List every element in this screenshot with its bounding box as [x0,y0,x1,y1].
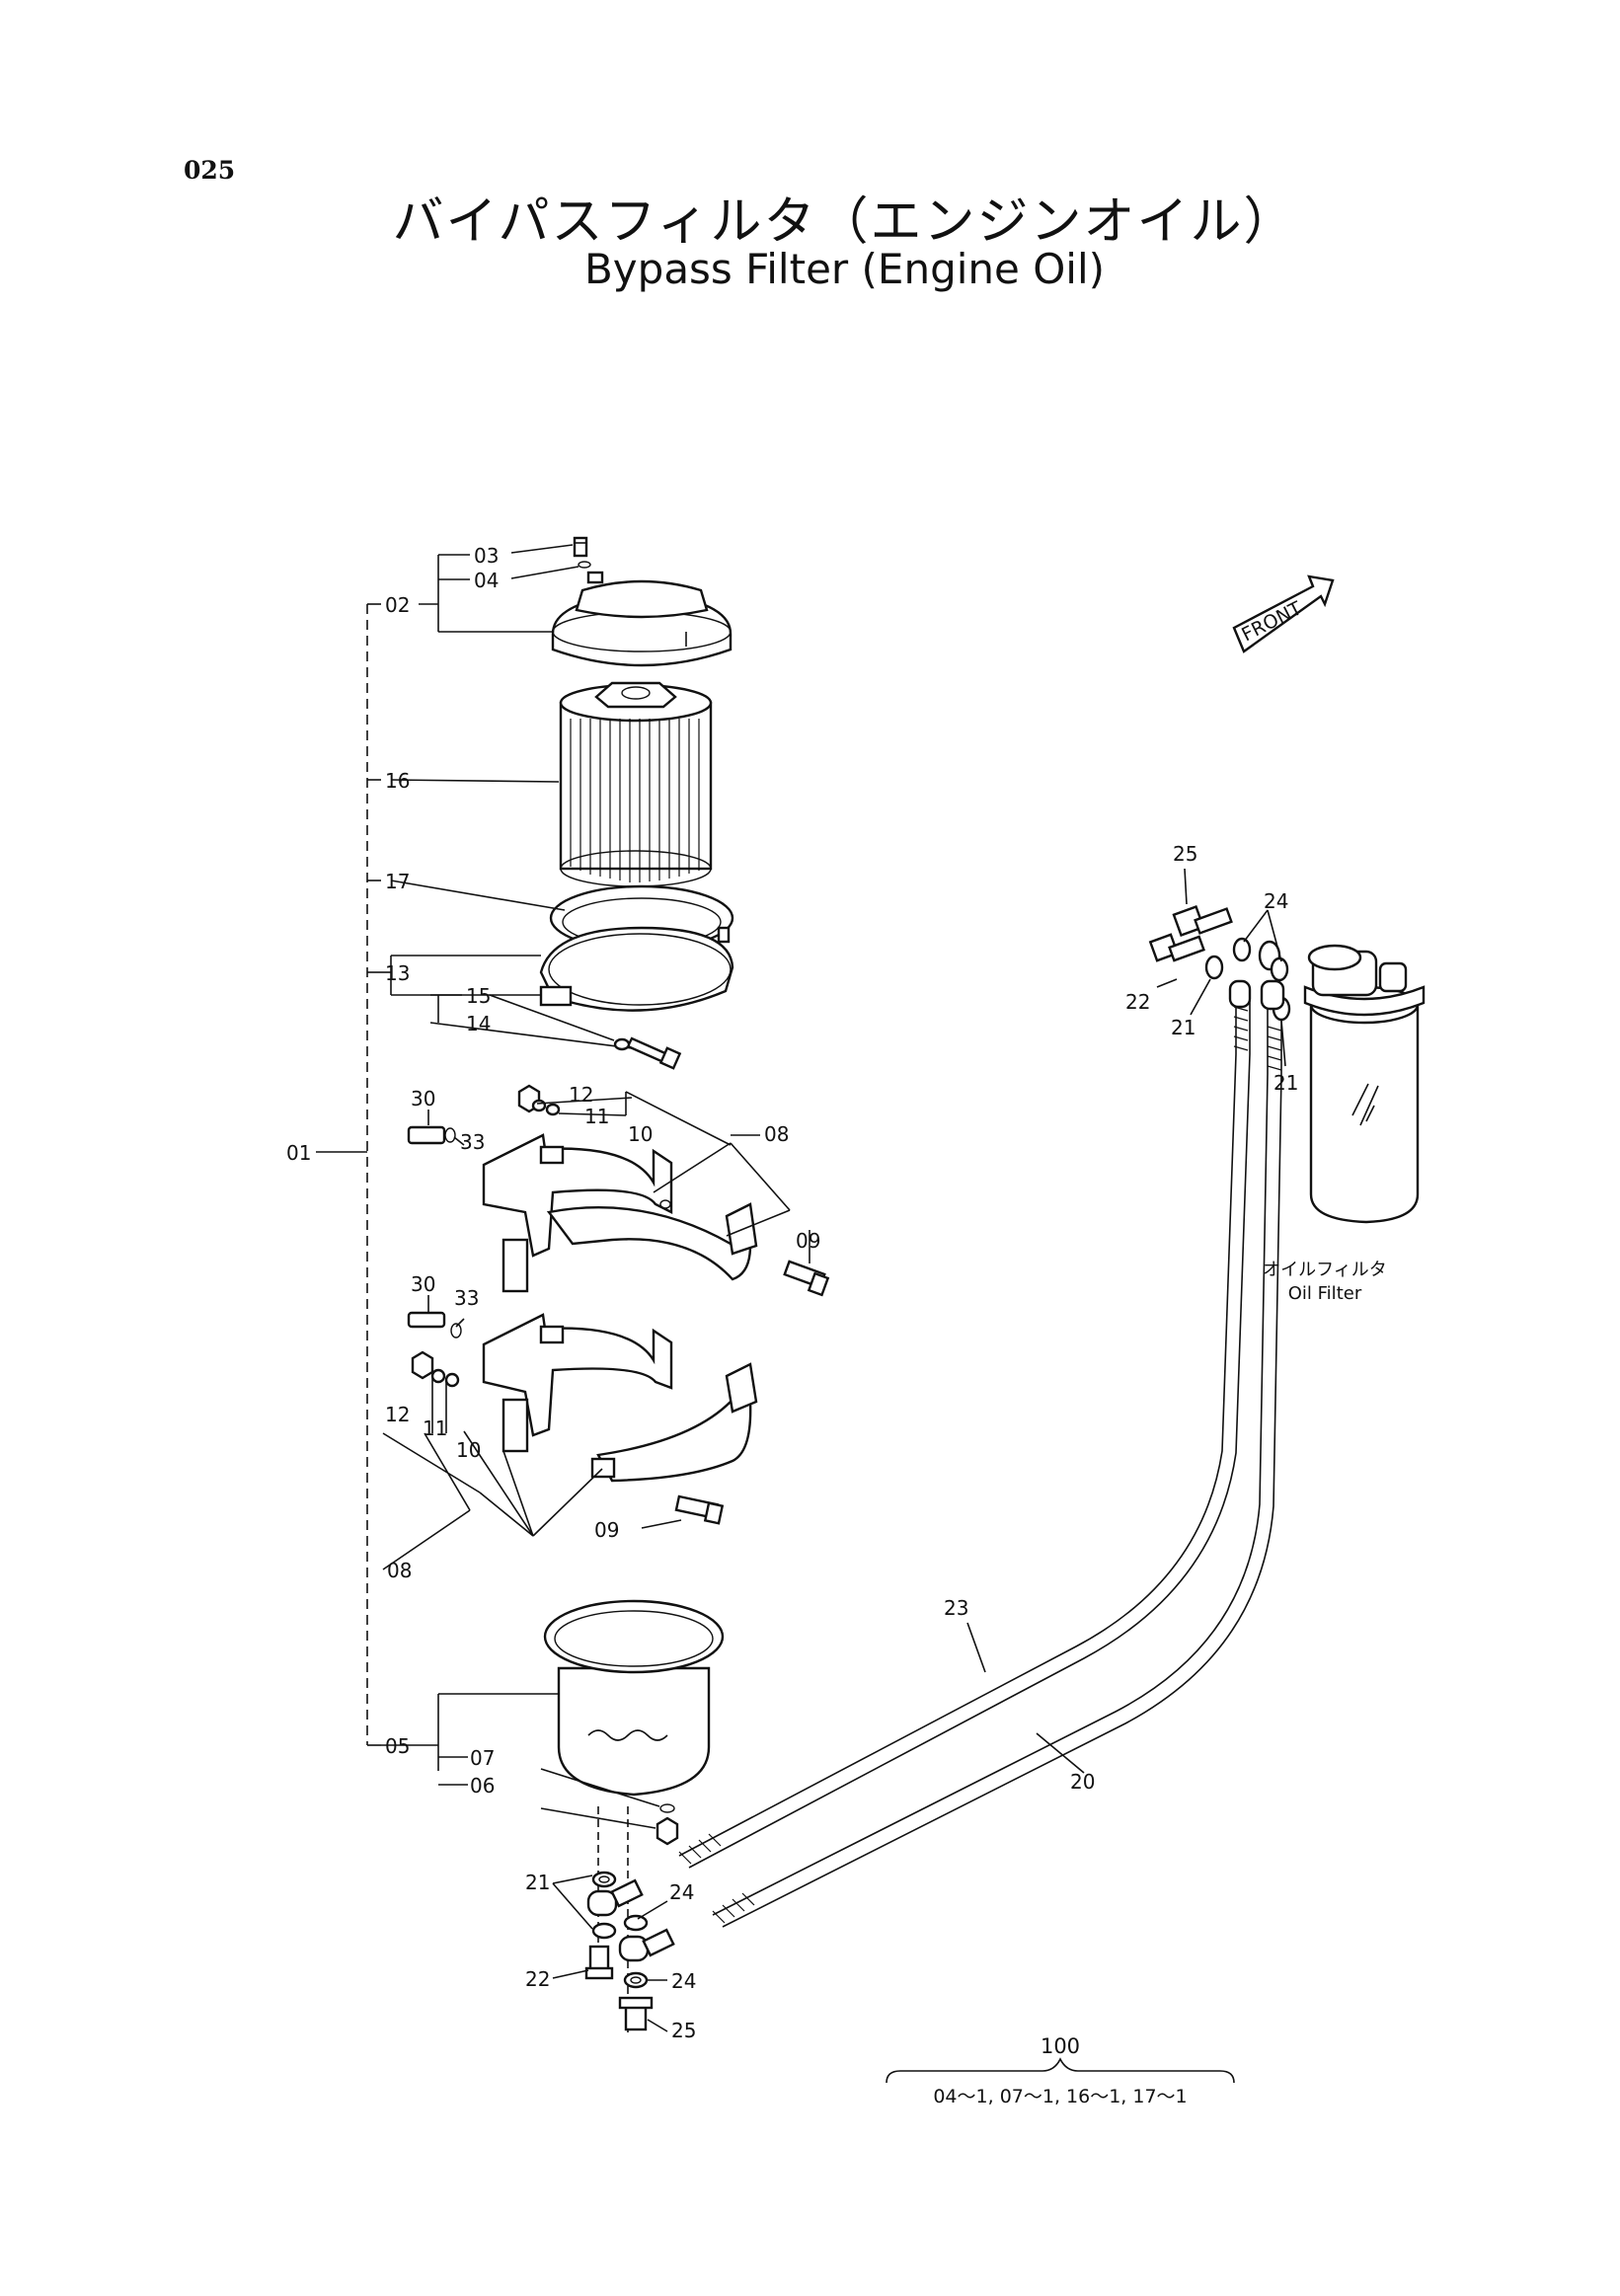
kit-100: 100 04〜1, 07〜1, 16〜1, 17〜1 [886,2034,1235,2107]
label-part-07: 07 [470,1746,495,1770]
label-part-10-upper: 10 [628,1122,653,1146]
label-part-12-upper: 12 [569,1083,593,1107]
o-ring-07 [659,1803,675,1813]
band-clamp-13 [381,926,734,1012]
label-part-30-upper: 30 [411,1087,435,1110]
label-part-21-lower: 21 [525,1871,550,1894]
label-part-08-lower: 08 [387,1559,412,1582]
label-part-25-lower: 25 [671,2019,696,2042]
hose-20 [712,1007,1282,1928]
oil-filter-label-jp: オイルフィルタ [1263,1260,1387,1280]
label-part-23: 23 [944,1596,968,1620]
label-part-16: 16 [385,769,410,793]
label-part-22-lower: 22 [525,1967,550,1991]
top-cover-02 [551,571,733,667]
label-part-12-lower: 12 [385,1403,410,1426]
oil-filter-label-en: Oil Filter [1288,1283,1362,1304]
filter-case-05 [381,1599,725,1829]
label-part-14: 14 [466,1012,491,1035]
washer-15 [430,994,631,1051]
label-part-17: 17 [385,870,410,893]
label-part-30-lower: 30 [411,1272,435,1296]
page-number: 025 [184,156,236,185]
hardware-upper [407,1084,830,1297]
label-part-13: 13 [385,961,410,985]
label-part-24-lower-b: 24 [671,1969,696,1993]
label-part-25-upper: 25 [1173,842,1197,866]
label-part-01: 01 [286,1141,311,1165]
leader-02 [419,544,579,633]
plug-03 [573,536,588,558]
hose-23 [678,997,1251,1869]
label-part-11-lower: 11 [423,1416,447,1440]
label-part-21-upper-b: 21 [1273,1071,1298,1095]
o-ring-04 [578,561,591,569]
label-part-10-lower: 10 [456,1438,481,1462]
title-english: Bypass Filter (Engine Oil) [583,245,1105,293]
hardware-lower [382,1295,725,1570]
kit-contents: 04〜1, 07〜1, 16〜1, 17〜1 [933,2086,1187,2107]
engine-oil-filter [1303,944,1426,1224]
front-arrow: FRONT [1232,574,1335,653]
label-part-04: 04 [474,569,499,592]
label-part-21-upper-a: 21 [1171,1016,1196,1039]
front-arrow-label: FRONT [1238,597,1305,646]
label-part-05: 05 [385,1734,410,1758]
label-part-33-lower: 33 [454,1286,479,1310]
label-part-22-upper: 22 [1125,990,1150,1014]
label-part-09-upper: 09 [796,1229,820,1253]
drain-plug-06 [656,1816,679,1846]
bracket-upper-08 [482,1133,758,1293]
bracket-lower-08 [482,1313,758,1483]
label-part-24-lower-a: 24 [669,1880,694,1904]
lower-fittings [552,1806,675,2033]
label-part-03: 03 [474,544,499,568]
label-part-08-upper: 08 [764,1122,789,1146]
label-part-15: 15 [466,984,491,1008]
bolt-14 [429,1022,682,1070]
kit-number: 100 [1041,2034,1080,2058]
label-part-02: 02 [385,593,410,617]
assembly-bracket-01 [316,603,381,1746]
label-part-24-upper: 24 [1264,889,1288,913]
label-part-20: 20 [1070,1770,1095,1794]
filter-element-16 [390,681,713,887]
label-part-33-upper: 33 [460,1130,485,1154]
label-part-09-lower: 09 [594,1518,619,1542]
title-japanese: バイパスフィルタ（エンジンオイル） [392,192,1297,252]
label-part-06: 06 [470,1774,495,1798]
label-part-11-upper: 11 [584,1105,609,1128]
upper-fittings [1148,868,1291,1067]
